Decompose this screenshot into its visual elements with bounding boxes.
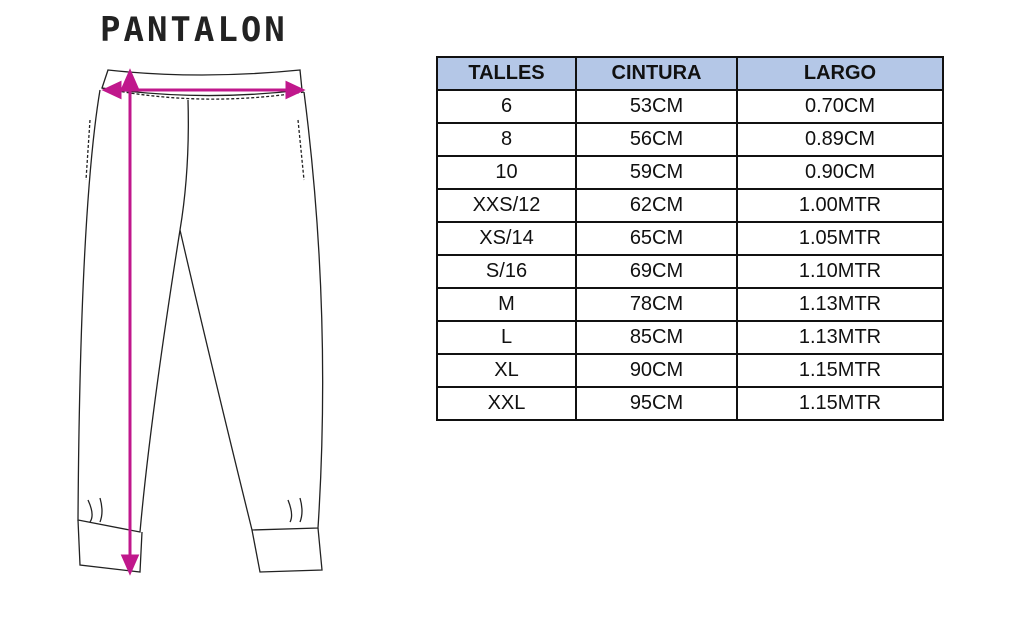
cell-largo: 0.89CM (736, 122, 944, 157)
header-talles: TALLES (436, 56, 577, 91)
cell-cintura: 59CM (575, 155, 738, 190)
table-header-row: TALLES CINTURA LARGO (436, 56, 944, 91)
pants-illustration (77, 69, 324, 573)
cell-cintura: 53CM (575, 89, 738, 124)
cell-largo: 0.70CM (736, 89, 944, 124)
page-title: PANTALON (100, 10, 288, 50)
cell-largo: 1.15MTR (736, 386, 944, 421)
header-largo: LARGO (736, 56, 944, 91)
cell-cintura: 78CM (575, 287, 738, 322)
cell-cintura: 95CM (575, 386, 738, 421)
cell-cintura: 85CM (575, 320, 738, 355)
cell-talles: L (436, 320, 577, 355)
cell-talles: 6 (436, 89, 577, 124)
cell-talles: XL (436, 353, 577, 388)
cell-largo: 0.90CM (736, 155, 944, 190)
cell-talles: XS/14 (436, 221, 577, 256)
cell-largo: 1.00MTR (736, 188, 944, 223)
cell-talles: XXS/12 (436, 188, 577, 223)
cell-talles: S/16 (436, 254, 577, 289)
cell-largo: 1.13MTR (736, 287, 944, 322)
cell-largo: 1.13MTR (736, 320, 944, 355)
cell-cintura: 62CM (575, 188, 738, 223)
cell-talles: M (436, 287, 577, 322)
cell-cintura: 65CM (575, 221, 738, 256)
cell-largo: 1.15MTR (736, 353, 944, 388)
cell-talles: XXL (436, 386, 577, 421)
header-cintura: CINTURA (575, 56, 738, 91)
cell-talles: 8 (436, 122, 577, 157)
cell-largo: 1.05MTR (736, 221, 944, 256)
cell-cintura: 90CM (575, 353, 738, 388)
cell-cintura: 56CM (575, 122, 738, 157)
cell-largo: 1.10MTR (736, 254, 944, 289)
measurement-arrows (101, 68, 306, 576)
cell-talles: 10 (436, 155, 577, 190)
cell-cintura: 69CM (575, 254, 738, 289)
